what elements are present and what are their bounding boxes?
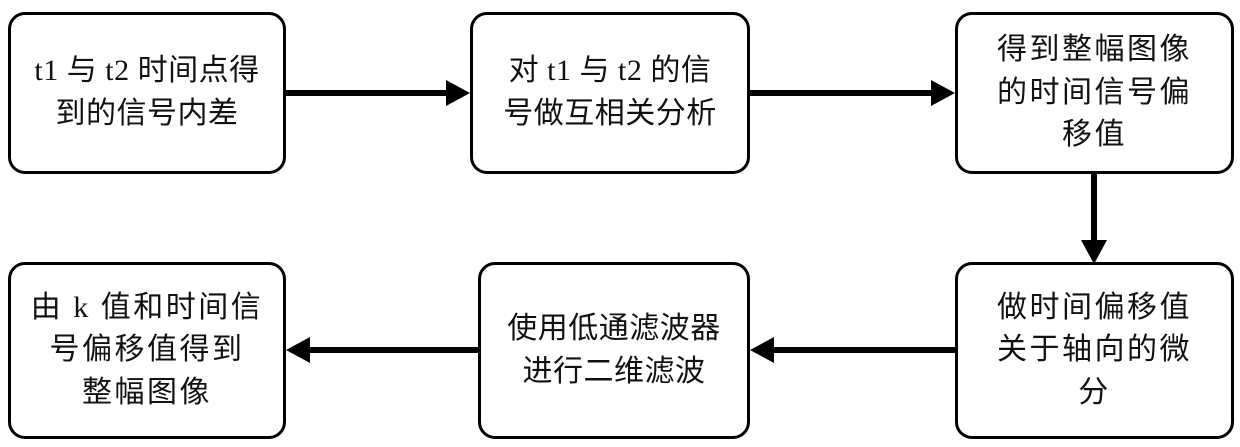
flow-node-1-label: t1 与 t2 时间点得 到的信号内差 bbox=[34, 54, 260, 130]
flow-edge-4-line bbox=[774, 347, 955, 353]
flow-node-3-label: 得到整幅图像 的时间信号偏 移值 bbox=[997, 33, 1192, 152]
flow-node-2-label: 对 t1 与 t2 的信 号做互相关分析 bbox=[503, 54, 717, 130]
arrow-right-icon bbox=[931, 80, 955, 106]
flow-edge-3-line bbox=[1091, 174, 1097, 242]
flow-node-6-label: 由 k 值和时间信 号偏移值得到 整幅图像 bbox=[30, 290, 264, 409]
flow-node-1[interactable]: t1 与 t2 时间点得 到的信号内差 bbox=[8, 12, 286, 174]
flow-node-5[interactable]: 使用低通滤波器 进行二维滤波 bbox=[478, 262, 750, 439]
flow-node-3[interactable]: 得到整幅图像 的时间信号偏 移值 bbox=[955, 12, 1234, 174]
flow-edge-1-line bbox=[286, 90, 448, 96]
flow-node-4-label: 做时间偏移值 关于轴向的微 分 bbox=[997, 290, 1192, 409]
flow-node-2[interactable]: 对 t1 与 t2 的信 号做互相关分析 bbox=[470, 12, 750, 174]
flow-node-5-label: 使用低通滤波器 进行二维滤波 bbox=[507, 311, 721, 388]
arrow-right-icon bbox=[446, 80, 470, 106]
arrow-left-icon bbox=[286, 337, 310, 363]
flow-edge-2-line bbox=[750, 90, 933, 96]
flow-edge-5-line bbox=[310, 347, 478, 353]
arrow-down-icon bbox=[1081, 240, 1107, 264]
arrow-left-icon bbox=[750, 337, 774, 363]
flow-node-6[interactable]: 由 k 值和时间信 号偏移值得到 整幅图像 bbox=[8, 262, 286, 439]
flow-node-4[interactable]: 做时间偏移值 关于轴向的微 分 bbox=[955, 262, 1234, 439]
